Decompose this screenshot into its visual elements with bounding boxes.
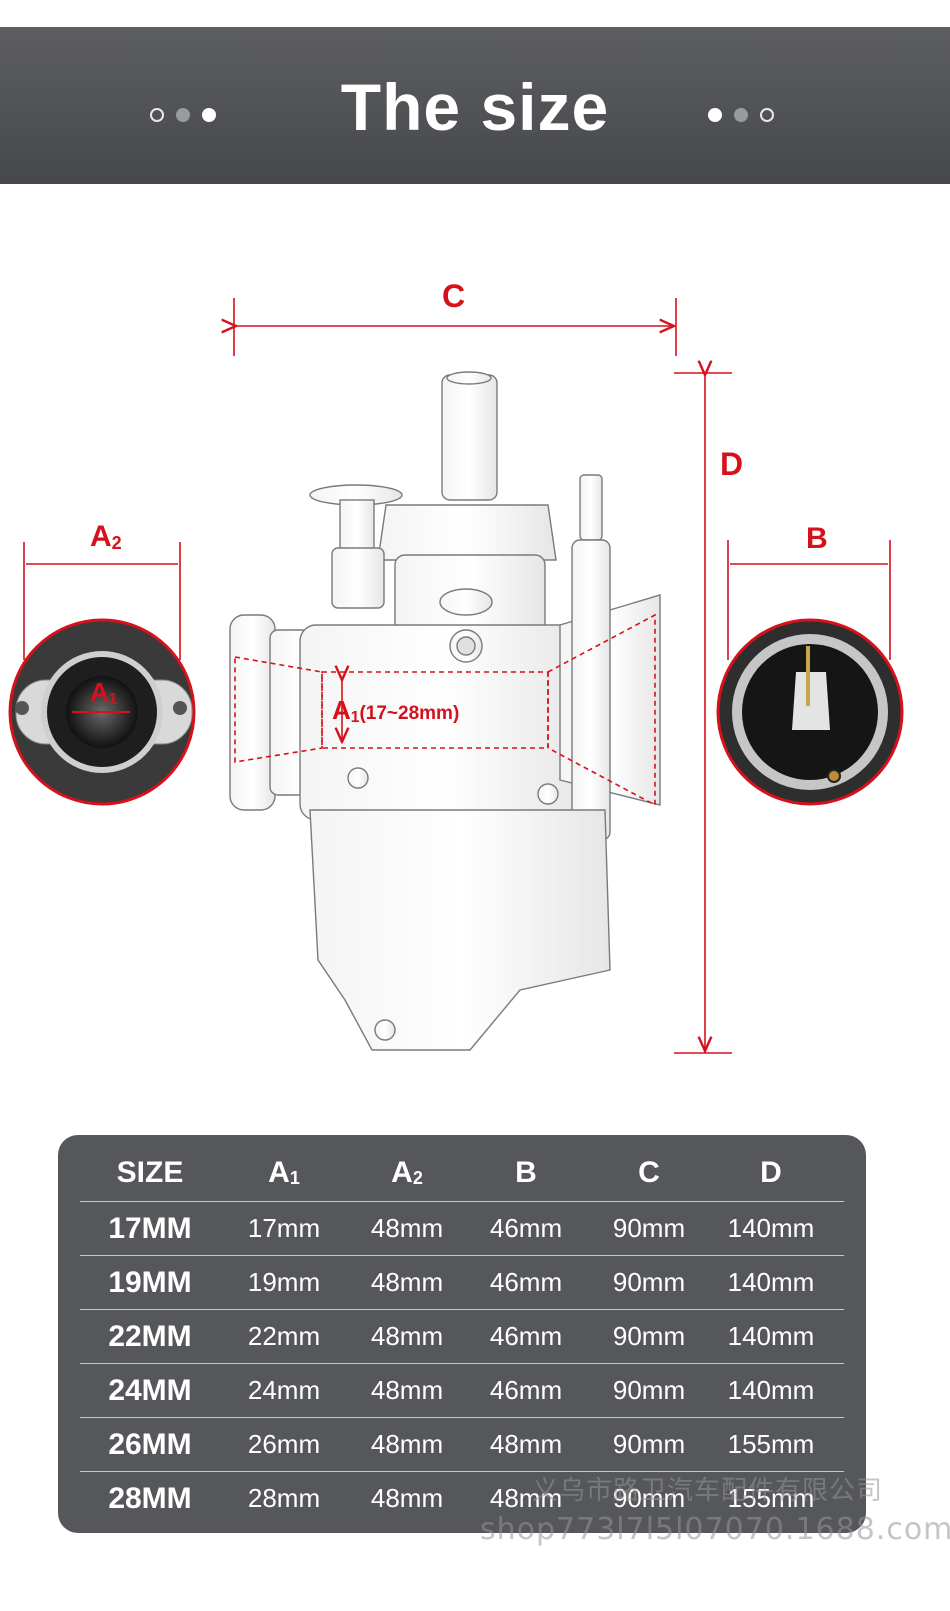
dot-icon	[734, 108, 748, 122]
dot-icon	[760, 108, 774, 122]
dot-icon	[708, 108, 722, 122]
dot-icon	[176, 108, 190, 122]
dot-icon	[150, 108, 164, 122]
a1-cell: 17mm	[247, 1213, 321, 1243]
b-cell: 48mm	[489, 1429, 563, 1459]
a1-cell: 28mm	[247, 1483, 321, 1513]
size-cell: 24MM	[108, 1373, 192, 1407]
c-cell: 90mm	[612, 1321, 686, 1351]
a2-cell: 48mm	[370, 1321, 444, 1351]
d-cell: 140mm	[727, 1213, 815, 1243]
d-cell: 155mm	[727, 1483, 815, 1513]
dimension-c	[234, 298, 677, 356]
header-b: B	[515, 1156, 537, 1189]
dimension-d	[674, 373, 732, 1054]
b-cell: 46mm	[489, 1213, 563, 1243]
table-header: SIZE A1 A2 B C D	[80, 1145, 844, 1202]
a1-cell: 19mm	[247, 1267, 321, 1297]
table-row: 22MM 22mm 48mm 46mm 90mm 140mm	[80, 1310, 844, 1364]
header-d: D	[760, 1156, 782, 1189]
decorative-dots-left	[150, 107, 216, 123]
a2-cell: 48mm	[370, 1267, 444, 1297]
header-a2: A2	[391, 1156, 423, 1189]
label-a1-body: A1(17~28mm)	[332, 695, 460, 726]
header-size: SIZE	[116, 1156, 184, 1189]
label-a2: A2	[90, 520, 122, 553]
dimension-a2	[23, 542, 181, 660]
b-cell: 46mm	[489, 1267, 563, 1297]
b-cell: 48mm	[489, 1483, 563, 1513]
dimension-diagram: C D B A2 A1 A1(17~28mm)	[0, 260, 950, 1090]
a2-cell: 48mm	[370, 1375, 444, 1405]
intake-flange-inset	[8, 618, 196, 806]
b-cell: 46mm	[489, 1375, 563, 1405]
d-cell: 140mm	[727, 1321, 815, 1351]
label-a1-inset: A1	[90, 677, 118, 708]
label-d: D	[720, 446, 744, 482]
header-banner: The size	[0, 27, 950, 184]
table-row: 19MM 19mm 48mm 46mm 90mm 140mm	[80, 1256, 844, 1310]
c-cell: 90mm	[612, 1375, 686, 1405]
table-row: 24MM 24mm 48mm 46mm 90mm 140mm	[80, 1364, 844, 1418]
watermark-company: 义乌市路卫汽车配件有限公司	[532, 1476, 884, 1506]
size-cell: 19MM	[108, 1265, 192, 1299]
page-title: The size	[340, 70, 610, 144]
size-cell: 28MM	[108, 1481, 192, 1515]
carburetor-body	[229, 371, 661, 1051]
a1-cell: 24mm	[247, 1375, 321, 1405]
header-a1: A1	[268, 1156, 300, 1189]
size-cell: 17MM	[108, 1211, 192, 1245]
d-cell: 140mm	[727, 1267, 815, 1297]
watermark-shop-url: shop773l7l5l07070.1688.com	[480, 1512, 950, 1547]
size-cell: 22MM	[108, 1319, 192, 1353]
size-table: SIZE A1 A2 B C D 17MM 17mm 48mm 46mm 90m…	[58, 1135, 866, 1533]
header-c: C	[638, 1156, 660, 1189]
a1-cell: 22mm	[247, 1321, 321, 1351]
air-inlet-inset	[716, 618, 904, 806]
a2-cell: 48mm	[370, 1213, 444, 1243]
carburetor-drawing	[8, 298, 904, 1054]
label-c: C	[442, 278, 466, 314]
d-cell: 155mm	[727, 1429, 815, 1459]
decorative-dots-right	[708, 107, 774, 123]
size-cell: 26MM	[108, 1427, 192, 1461]
b-cell: 46mm	[489, 1321, 563, 1351]
table-row: 17MM 17mm 48mm 46mm 90mm 140mm	[80, 1202, 844, 1256]
table-row: 28MM 28mm 48mm 48mm 90mm 155mm	[80, 1472, 844, 1525]
c-cell: 90mm	[612, 1267, 686, 1297]
dot-icon	[202, 108, 216, 122]
dimension-a1-bore	[234, 613, 656, 807]
c-cell: 90mm	[612, 1483, 686, 1513]
c-cell: 90mm	[612, 1213, 686, 1243]
a2-cell: 48mm	[370, 1483, 444, 1513]
a1-cell: 26mm	[247, 1429, 321, 1459]
label-b: B	[806, 522, 828, 555]
table-row: 26MM 26mm 48mm 48mm 90mm 155mm	[80, 1418, 844, 1472]
d-cell: 140mm	[727, 1375, 815, 1405]
c-cell: 90mm	[612, 1429, 686, 1459]
a2-cell: 48mm	[370, 1429, 444, 1459]
dimension-b	[727, 540, 891, 660]
